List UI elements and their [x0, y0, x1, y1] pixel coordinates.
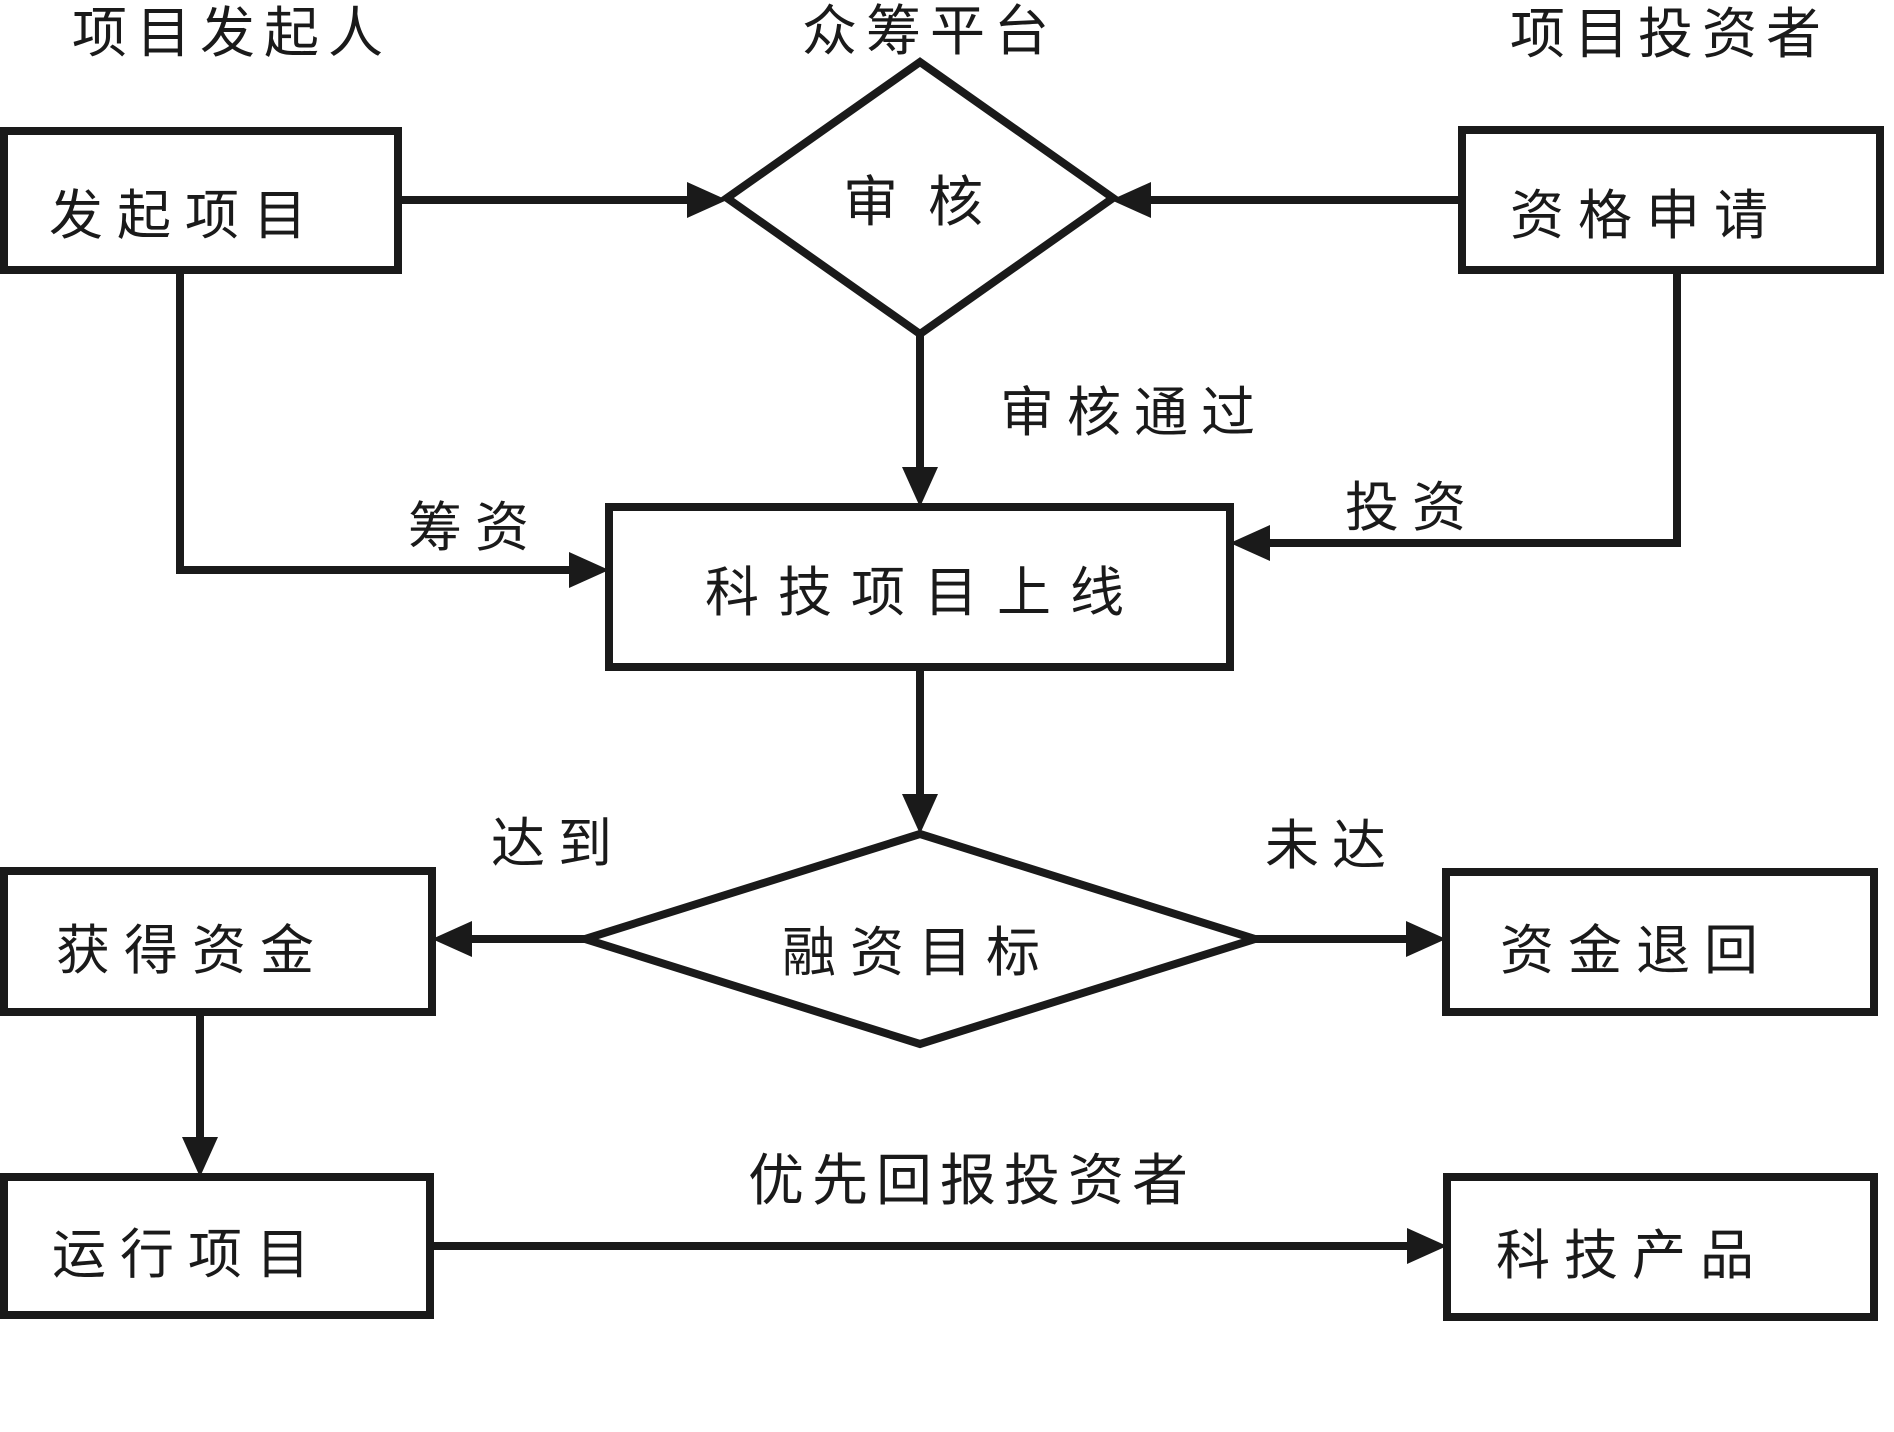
edge-reached-label: 达到 — [491, 814, 625, 874]
arrowhead-down-icon — [902, 467, 938, 507]
node-qualification-application — [1458, 126, 1884, 274]
edge-invest-label: 投资 — [1345, 478, 1479, 538]
edge-qualification-to-online — [1263, 270, 1681, 547]
actor-platform-label: 众筹平台 — [802, 1, 1058, 62]
arrowhead-right-icon — [1407, 1228, 1447, 1264]
node-tech-project-online-label: 科技项目上线 — [705, 563, 1143, 623]
arrowhead-right-icon — [569, 552, 609, 588]
arrowhead-left-icon — [432, 921, 472, 957]
node-tech-products — [1443, 1173, 1878, 1321]
node-tech-products-label: 科技产品 — [1496, 1226, 1768, 1286]
arrowhead-left-icon — [1230, 525, 1270, 561]
edge-priority-return-label: 优先回报投资者 — [748, 1151, 1196, 1213]
node-run-project — [0, 1173, 434, 1319]
edge-review-passed-label: 审核通过 — [1000, 383, 1268, 443]
node-financing-goal-diamond — [571, 829, 1269, 1049]
node-obtain-funds-label: 获得资金 — [56, 921, 328, 981]
node-run-project-label: 运行项目 — [52, 1225, 324, 1285]
node-funds-returned — [1442, 868, 1878, 1016]
actor-investor-label: 项目投资者 — [1510, 4, 1830, 65]
edge-initiate-to-online — [176, 270, 576, 574]
node-obtain-funds — [0, 867, 436, 1016]
node-review-label: 审核 — [843, 172, 1013, 233]
actor-initiator-label: 项目发起人 — [72, 3, 392, 64]
edge-fundraising-label: 筹资 — [408, 498, 542, 558]
node-initiate-project-label: 发起项目 — [49, 186, 321, 246]
arrowhead-left-icon — [1111, 182, 1151, 218]
arrowhead-right-icon — [1406, 921, 1446, 957]
node-funds-returned-label: 资金退回 — [1500, 921, 1772, 981]
node-tech-project-online — [605, 503, 1234, 671]
arrowhead-down-icon — [902, 794, 938, 834]
node-review-diamond — [720, 57, 1120, 339]
arrowhead-right-icon — [687, 182, 727, 218]
arrowhead-down-icon — [182, 1137, 218, 1177]
node-financing-goal-label: 融资目标 — [782, 923, 1054, 983]
edge-not-reached-label: 未达 — [1265, 816, 1399, 876]
node-qualification-application-label: 资格申请 — [1510, 186, 1782, 246]
node-initiate-project — [0, 127, 402, 274]
